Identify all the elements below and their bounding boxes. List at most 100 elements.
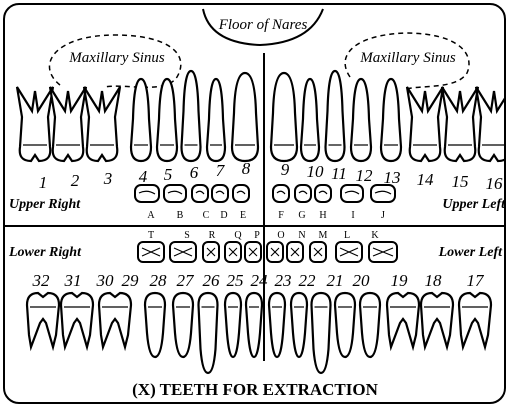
lower-tooth-number-20: 20 bbox=[353, 271, 371, 290]
lower-tooth-23 bbox=[291, 293, 307, 357]
lower-tooth-number-31: 31 bbox=[64, 271, 82, 290]
lower-teeth-row bbox=[27, 293, 491, 373]
lower-tooth-30 bbox=[99, 293, 131, 347]
lower-primary-label-Q: Q bbox=[234, 230, 242, 241]
upper-tooth-number-2: 2 bbox=[71, 171, 80, 190]
upper-tooth-number-1: 1 bbox=[39, 173, 48, 192]
upper-tooth-numbers: 12345678910111213141516 bbox=[39, 159, 503, 193]
upper-tooth-7 bbox=[207, 79, 225, 161]
upper-tooth-number-11: 11 bbox=[331, 164, 347, 183]
upper-tooth-2 bbox=[50, 87, 86, 161]
lower-tooth-28 bbox=[173, 293, 193, 357]
upper-tooth-number-5: 5 bbox=[164, 165, 173, 184]
lower-primary-label-T: T bbox=[148, 230, 154, 241]
upper-primary-tooth-G bbox=[295, 185, 311, 202]
lower-tooth-27 bbox=[199, 293, 218, 373]
extraction-caption: (X) TEETH FOR EXTRACTION bbox=[132, 380, 378, 399]
lower-tooth-32 bbox=[27, 293, 59, 347]
upper-tooth-number-6: 6 bbox=[190, 163, 199, 182]
lower-primary-label-K: K bbox=[371, 230, 379, 241]
floor-of-nares-label: Floor of Nares bbox=[218, 17, 308, 33]
lower-tooth-number-21: 21 bbox=[327, 271, 344, 290]
lower-tooth-26 bbox=[225, 293, 241, 357]
lower-tooth-21 bbox=[335, 293, 355, 357]
lower-tooth-22 bbox=[312, 293, 331, 373]
upper-tooth-6 bbox=[182, 71, 201, 161]
lower-primary-label-L: L bbox=[344, 230, 350, 241]
upper-primary-label-A: A bbox=[147, 210, 155, 221]
upper-tooth-13 bbox=[381, 79, 401, 161]
upper-primary-tooth-D bbox=[212, 185, 228, 202]
upper-primary-label-G: G bbox=[298, 210, 305, 221]
lower-tooth-19 bbox=[387, 293, 419, 347]
lower-tooth-number-30: 30 bbox=[96, 271, 115, 290]
upper-primary-tooth-C bbox=[192, 185, 208, 202]
upper-primary-tooth-A bbox=[135, 185, 159, 202]
lower-tooth-25 bbox=[246, 293, 262, 357]
upper-tooth-16 bbox=[476, 87, 506, 161]
upper-right-label: Upper Right bbox=[9, 197, 81, 212]
lower-tooth-18 bbox=[421, 293, 453, 347]
upper-tooth-number-8: 8 bbox=[242, 159, 251, 178]
upper-primary-tooth-B bbox=[164, 185, 186, 202]
upper-tooth-10 bbox=[301, 79, 319, 161]
upper-primary-tooth-E bbox=[233, 185, 249, 202]
lower-primary-label-O: O bbox=[277, 230, 284, 241]
lower-primary-label-S: S bbox=[184, 230, 190, 241]
lower-tooth-number-23: 23 bbox=[275, 271, 292, 290]
upper-tooth-3 bbox=[84, 87, 120, 161]
lower-tooth-number-27: 27 bbox=[177, 271, 196, 290]
lower-tooth-number-28: 28 bbox=[150, 271, 168, 290]
upper-tooth-number-10: 10 bbox=[307, 162, 325, 181]
upper-tooth-number-7: 7 bbox=[216, 161, 226, 180]
lower-primary-label-R: R bbox=[209, 230, 216, 241]
lower-tooth-number-26: 26 bbox=[203, 271, 221, 290]
upper-primary-label-C: C bbox=[203, 210, 210, 221]
lower-right-label: Lower Right bbox=[8, 245, 82, 260]
upper-tooth-number-14: 14 bbox=[417, 170, 435, 189]
lower-primary-label-N: N bbox=[298, 230, 305, 241]
upper-tooth-number-3: 3 bbox=[103, 169, 113, 188]
maxillary-sinus-label-left: Maxillary Sinus bbox=[68, 50, 165, 66]
lower-tooth-number-19: 19 bbox=[391, 271, 409, 290]
dental-chart: Floor of Nares Maxillary Sinus Maxillary… bbox=[5, 5, 506, 404]
upper-tooth-5 bbox=[157, 79, 177, 161]
upper-primary-tooth-H bbox=[315, 185, 331, 202]
upper-primary-label-J: J bbox=[381, 210, 385, 221]
upper-primary-label-F: F bbox=[278, 210, 284, 221]
upper-tooth-number-16: 16 bbox=[486, 174, 504, 193]
upper-tooth-number-12: 12 bbox=[356, 166, 374, 185]
upper-tooth-number-9: 9 bbox=[281, 160, 290, 179]
lower-left-label: Lower Left bbox=[438, 245, 503, 260]
lower-tooth-31 bbox=[61, 293, 93, 347]
upper-tooth-11 bbox=[326, 71, 345, 161]
upper-tooth-number-4: 4 bbox=[139, 167, 148, 186]
lower-tooth-17 bbox=[459, 293, 491, 347]
upper-tooth-8 bbox=[232, 73, 258, 161]
lower-tooth-number-32: 32 bbox=[32, 271, 51, 290]
lower-tooth-number-24: 24 bbox=[251, 271, 269, 290]
upper-primary-tooth-I bbox=[341, 185, 363, 202]
upper-tooth-12 bbox=[351, 79, 371, 161]
upper-primary-label-H: H bbox=[319, 210, 326, 221]
upper-primary-tooth-J bbox=[371, 185, 395, 202]
lower-tooth-number-18: 18 bbox=[425, 271, 443, 290]
lower-tooth-number-22: 22 bbox=[299, 271, 317, 290]
upper-primary-tooth-F bbox=[273, 185, 289, 202]
upper-tooth-15 bbox=[442, 87, 478, 161]
lower-tooth-20 bbox=[360, 293, 380, 357]
upper-tooth-14 bbox=[407, 87, 443, 161]
dental-chart-frame: Floor of Nares Maxillary Sinus Maxillary… bbox=[3, 3, 506, 404]
lower-tooth-number-29: 29 bbox=[122, 271, 140, 290]
upper-primary-label-I: I bbox=[351, 210, 354, 221]
upper-tooth-number-15: 15 bbox=[452, 172, 469, 191]
upper-tooth-4 bbox=[131, 79, 151, 161]
lower-primary-label-P: P bbox=[254, 230, 260, 241]
upper-tooth-1 bbox=[17, 87, 53, 161]
maxillary-sinus-label-right: Maxillary Sinus bbox=[359, 50, 456, 66]
upper-primary-label-D: D bbox=[220, 210, 227, 221]
lower-tooth-24 bbox=[269, 293, 285, 357]
lower-tooth-number-17: 17 bbox=[467, 271, 486, 290]
